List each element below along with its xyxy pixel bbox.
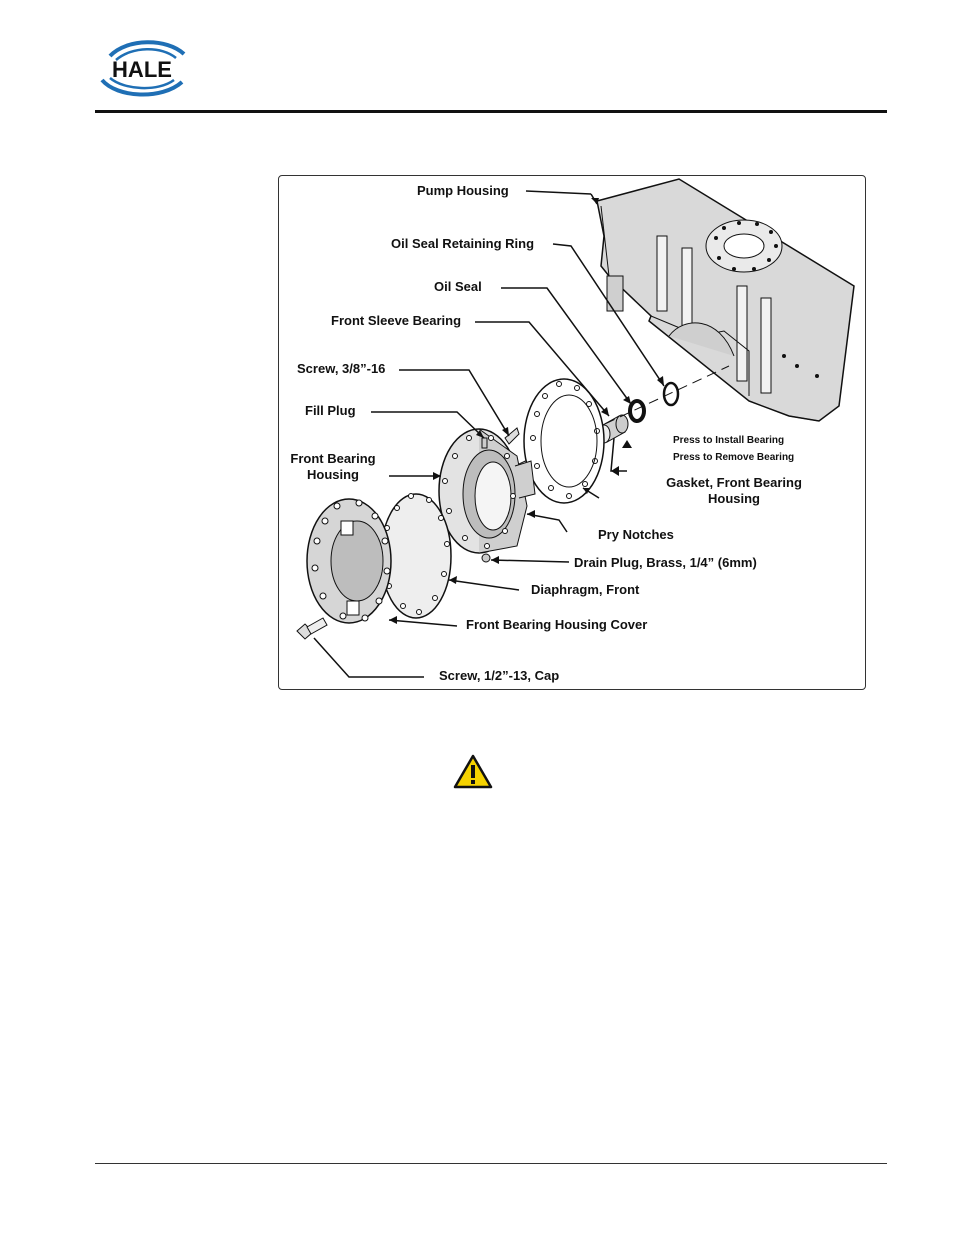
label-front-bearing-housing: Front Bearing Housing bbox=[285, 451, 381, 483]
exploded-diagram-figure: Pump Housing Oil Seal Retaining Ring Oil… bbox=[278, 175, 866, 690]
leader-lines bbox=[313, 190, 665, 678]
front-bearing-housing-drawing bbox=[438, 428, 536, 554]
label-pump-housing: Pump Housing bbox=[417, 183, 509, 198]
label-front-bearing-housing-line1: Front Bearing bbox=[290, 451, 376, 466]
label-front-sleeve-bearing: Front Sleeve Bearing bbox=[331, 313, 462, 328]
diaphragm-drawing bbox=[380, 493, 452, 619]
screw-cap-drawing bbox=[296, 617, 328, 640]
label-front-bearing-housing-cover: Front Bearing Housing Cover bbox=[466, 617, 648, 632]
label-gasket-line1: Gasket, Front Bearing bbox=[666, 475, 802, 490]
footer-rule bbox=[95, 1163, 887, 1164]
gasket-drawing bbox=[523, 378, 605, 504]
fill-plug-drawing bbox=[481, 437, 488, 449]
label-screw-cap: Screw, 1/2”-13, Cap bbox=[439, 668, 560, 683]
logo-text: HALE bbox=[112, 57, 172, 82]
label-front-bearing-housing-line2: Housing bbox=[307, 467, 359, 482]
warning-triangle-icon bbox=[453, 754, 493, 790]
drain-plug-drawing bbox=[481, 553, 491, 563]
pump-housing-drawing bbox=[596, 178, 855, 422]
label-fill-plug: Fill Plug bbox=[305, 403, 356, 418]
oil-seal-retaining-ring-drawing bbox=[662, 381, 680, 407]
label-press-remove: Press to Remove Bearing bbox=[673, 452, 795, 463]
label-oil-seal-retaining-ring: Oil Seal Retaining Ring bbox=[391, 236, 535, 251]
oil-seal-drawing bbox=[628, 399, 646, 423]
front-bearing-housing-cover-drawing bbox=[306, 498, 392, 624]
label-gasket: Gasket, Front Bearing Housing bbox=[659, 475, 809, 507]
arrow-heads bbox=[389, 198, 664, 624]
header-rule bbox=[95, 110, 887, 113]
label-gasket-line2: Housing bbox=[708, 491, 760, 506]
screw-38-drawing bbox=[504, 427, 520, 445]
hale-logo: HALE bbox=[92, 36, 192, 102]
label-press-install: Press to Install Bearing bbox=[673, 435, 785, 446]
label-oil-seal: Oil Seal bbox=[434, 279, 482, 294]
label-drain-plug: Drain Plug, Brass, 1/4” (6mm) bbox=[574, 555, 757, 570]
label-screw-38: Screw, 3/8”-16 bbox=[297, 361, 386, 376]
label-diaphragm-front: Diaphragm, Front bbox=[531, 582, 640, 597]
label-pry-notches: Pry Notches bbox=[598, 527, 674, 542]
